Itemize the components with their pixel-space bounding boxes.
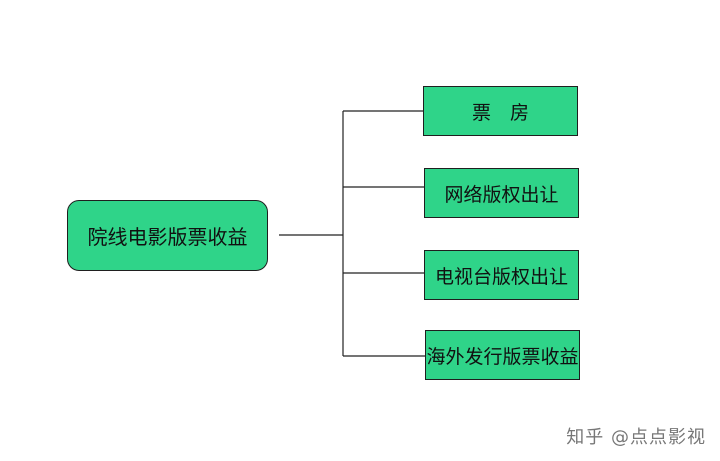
branch-node-label: 海外发行版票收益 — [426, 345, 579, 368]
branch-node-tv-rights: 电视台版权出让 — [424, 250, 579, 300]
branch-node-online-rights: 网络版权出让 — [424, 168, 579, 218]
branch-node-box-office: 票 房 — [423, 86, 578, 136]
branch-node-overseas-distribution: 海外发行版票收益 — [425, 330, 580, 380]
root-node-label: 院线电影版票收益 — [87, 225, 248, 249]
branch-node-label: 电视台版权出让 — [434, 265, 568, 288]
branch-node-label: 网络版权出让 — [444, 183, 559, 206]
watermark-text: 知乎 @点点影视 — [566, 427, 706, 448]
branch-node-label: 票 房 — [471, 101, 529, 124]
root-node: 院线电影版票收益 — [67, 200, 268, 271]
